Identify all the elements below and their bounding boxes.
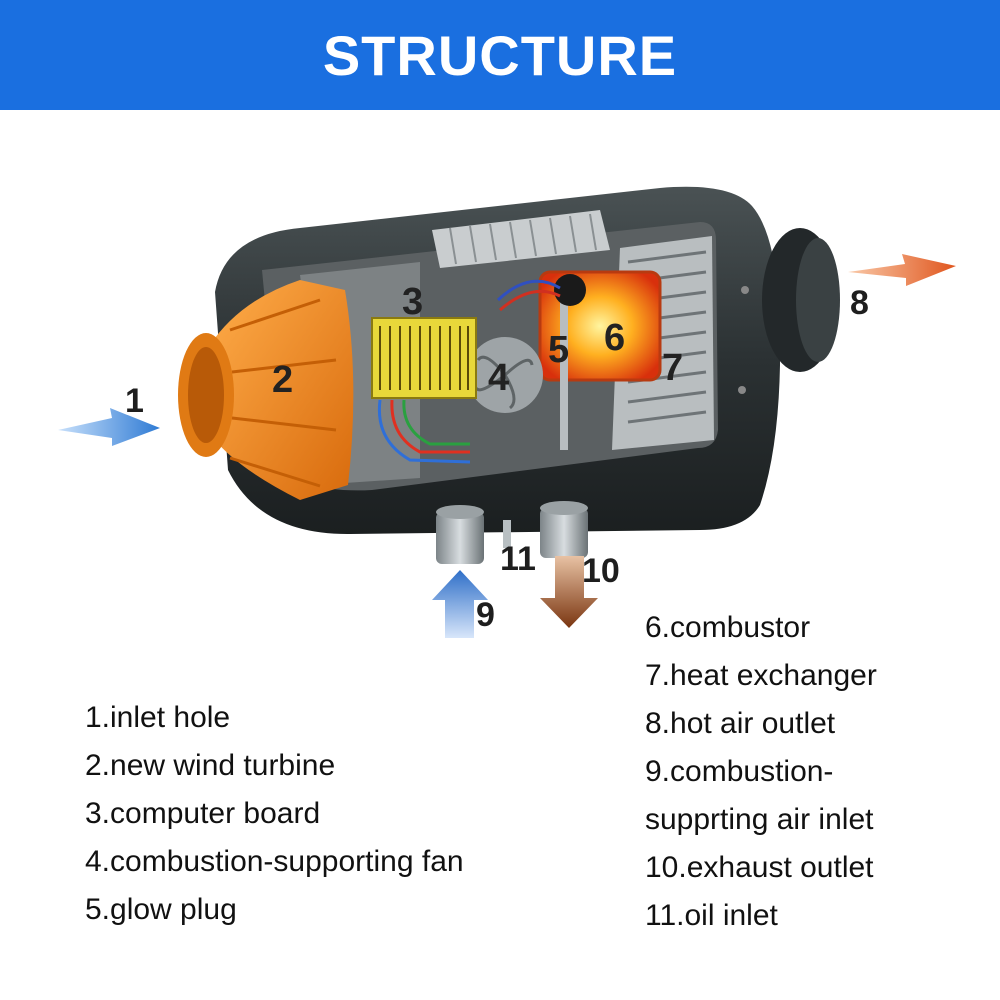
callout-3: 3 [402, 281, 423, 323]
legend-item: 9.combustion- [645, 755, 834, 788]
legend-item: 10.exhaust outlet [645, 851, 874, 884]
legend-item: 2.new wind turbine [85, 749, 336, 782]
exhaust-arrow [540, 556, 598, 628]
callout-10: 10 [582, 552, 620, 590]
legend-item: 4.combustion-supporting fan [85, 845, 464, 878]
callout-7: 7 [662, 347, 683, 389]
legend-item: 11.oil inlet [645, 899, 778, 932]
computer-board [371, 317, 477, 464]
combustion-fan [467, 337, 543, 413]
callout-9: 9 [476, 596, 495, 634]
heater-illustration: 1 2 3 4 5 6 7 8 9 10 11 [58, 186, 956, 638]
callout-1: 1 [125, 382, 144, 420]
callout-2: 2 [272, 359, 293, 401]
legend-left: 1.inlet hole 2.new wind turbine 3.comput… [85, 694, 464, 934]
legend-item: supprting air inlet [645, 803, 874, 836]
legend-item: 8.hot air outlet [645, 707, 836, 740]
callout-5: 5 [548, 329, 569, 371]
wind-turbine [178, 280, 354, 500]
callout-8: 8 [850, 284, 869, 322]
legend-item: 1.inlet hole [85, 701, 231, 734]
legend-item: 5.glow plug [85, 893, 237, 926]
legend-item: 7.heat exchanger [645, 659, 877, 692]
legend-item: 6.combustor [645, 611, 811, 644]
glow-plug [496, 274, 586, 450]
inlet-arrow [58, 408, 160, 446]
legend-item: 3.computer board [85, 797, 321, 830]
title-banner: STRUCTURE [0, 0, 1000, 110]
callout-4: 4 [488, 357, 509, 399]
heater-diagram: 1 2 3 4 5 6 7 8 9 10 11 [0, 110, 1000, 670]
callout-6: 6 [604, 317, 625, 359]
hot-air-outlet-arrow [848, 254, 956, 286]
page-title: STRUCTURE [322, 23, 678, 87]
air-inlet-arrow [432, 570, 488, 638]
legend-right: 6.combustor 7.heat exchanger 8.hot air o… [645, 604, 877, 940]
callout-11: 11 [500, 540, 536, 578]
